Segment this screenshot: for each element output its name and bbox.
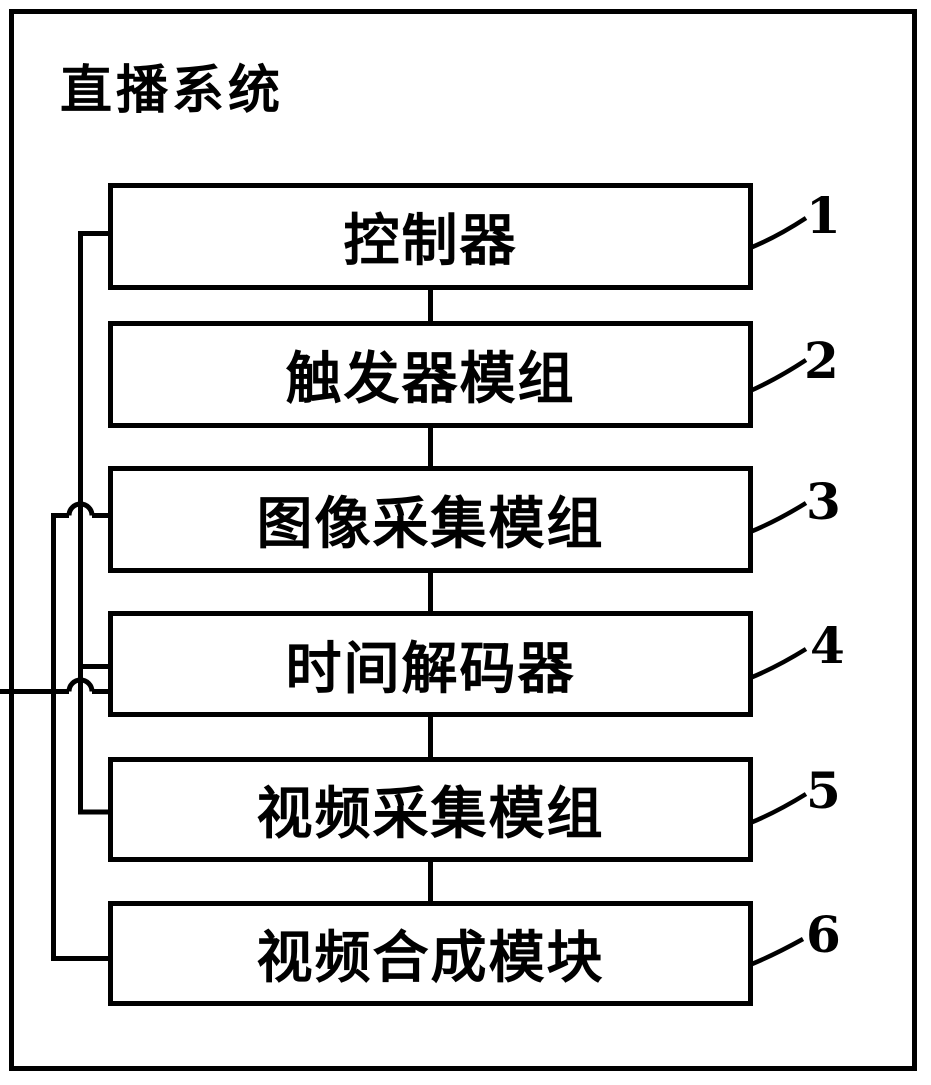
- leader-line-3: [749, 501, 808, 535]
- system-boundary-frame: [9, 9, 917, 1071]
- block-time-decoder-label: 时间解码器: [285, 636, 576, 700]
- block-controller: 控制器: [108, 183, 753, 290]
- leader-line-6: [751, 937, 805, 967]
- left-bus-b-crossover-arc: [66, 501, 95, 516]
- ref-number-1: 1: [806, 186, 841, 245]
- ref-number-2: 2: [804, 331, 839, 390]
- block-video-synthesis-module: 视频合成模块: [108, 901, 753, 1006]
- block-time-decoder: 时间解码器: [108, 611, 753, 717]
- external-left-line-crossover-arc: [66, 677, 95, 692]
- block-video-capture-module: 视频采集模组: [108, 757, 753, 862]
- diagram-title: 直播系统: [60, 62, 285, 120]
- block-video-synthesis-module-label: 视频合成模块: [256, 926, 605, 989]
- leader-line-5: [749, 792, 808, 826]
- block-image-capture-module-label: 图像采集模组: [256, 492, 605, 555]
- left-bus-a: [78, 231, 110, 815]
- left-bus-b: [51, 513, 110, 961]
- leader-line-1: [749, 216, 808, 251]
- leader-line-4: [749, 647, 808, 681]
- block-trigger-module-label: 触发器模组: [285, 347, 576, 410]
- ref-number-3: 3: [806, 472, 841, 531]
- leader-line-2: [749, 358, 808, 394]
- block-trigger-module: 触发器模组: [108, 321, 753, 428]
- ref-number-5: 5: [806, 761, 841, 820]
- block-image-capture-module: 图像采集模组: [108, 466, 753, 573]
- ref-number-6: 6: [806, 905, 841, 964]
- ref-number-4: 4: [810, 616, 845, 675]
- block-video-capture-module-label: 视频采集模组: [256, 782, 605, 845]
- block-controller-label: 控制器: [343, 209, 518, 272]
